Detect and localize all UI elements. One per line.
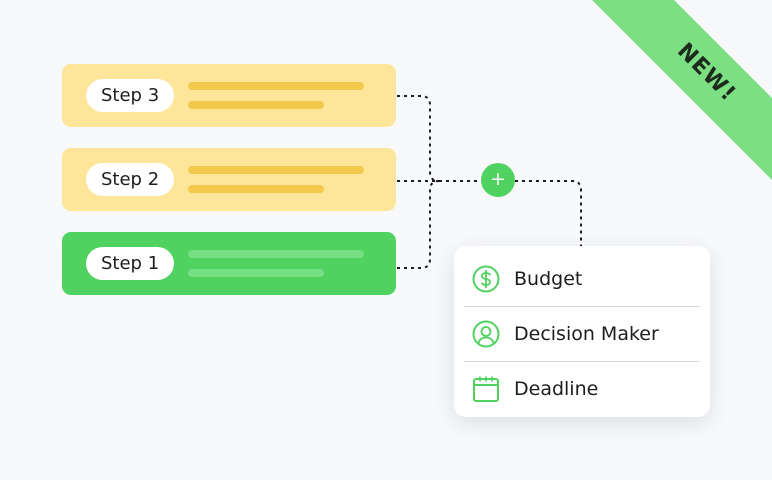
step-label: Step 1 <box>86 247 175 280</box>
placeholder-line <box>188 101 324 109</box>
step-card-2[interactable]: Step 2 <box>62 148 396 211</box>
placeholder-line <box>188 166 364 174</box>
calendar-icon <box>473 376 499 402</box>
placeholder-line <box>188 185 324 193</box>
step-label: Step 2 <box>86 163 175 196</box>
placeholder-line <box>188 269 324 277</box>
criteria-label: Budget <box>514 268 583 290</box>
plus-icon: + <box>490 168 506 190</box>
step-card-1[interactable]: Step 1 <box>62 232 396 295</box>
placeholder-line <box>188 82 364 90</box>
user-circle-icon <box>472 320 500 348</box>
criteria-label: Deadline <box>514 378 599 400</box>
dollar-circle-icon <box>472 265 500 293</box>
criteria-item-budget[interactable]: Budget <box>464 252 700 307</box>
step-label: Step 3 <box>86 79 175 112</box>
criteria-label: Decision Maker <box>514 323 659 345</box>
step-card-3[interactable]: Step 3 <box>62 64 396 127</box>
criteria-item-deadline[interactable]: Deadline <box>464 362 700 416</box>
add-step-button[interactable]: + <box>481 163 515 197</box>
criteria-item-decision-maker[interactable]: Decision Maker <box>464 307 700 362</box>
criteria-panel: Budget Decision Maker Deadline <box>454 246 710 417</box>
new-ribbon: NEW! <box>587 0 772 192</box>
placeholder-line <box>188 250 364 258</box>
